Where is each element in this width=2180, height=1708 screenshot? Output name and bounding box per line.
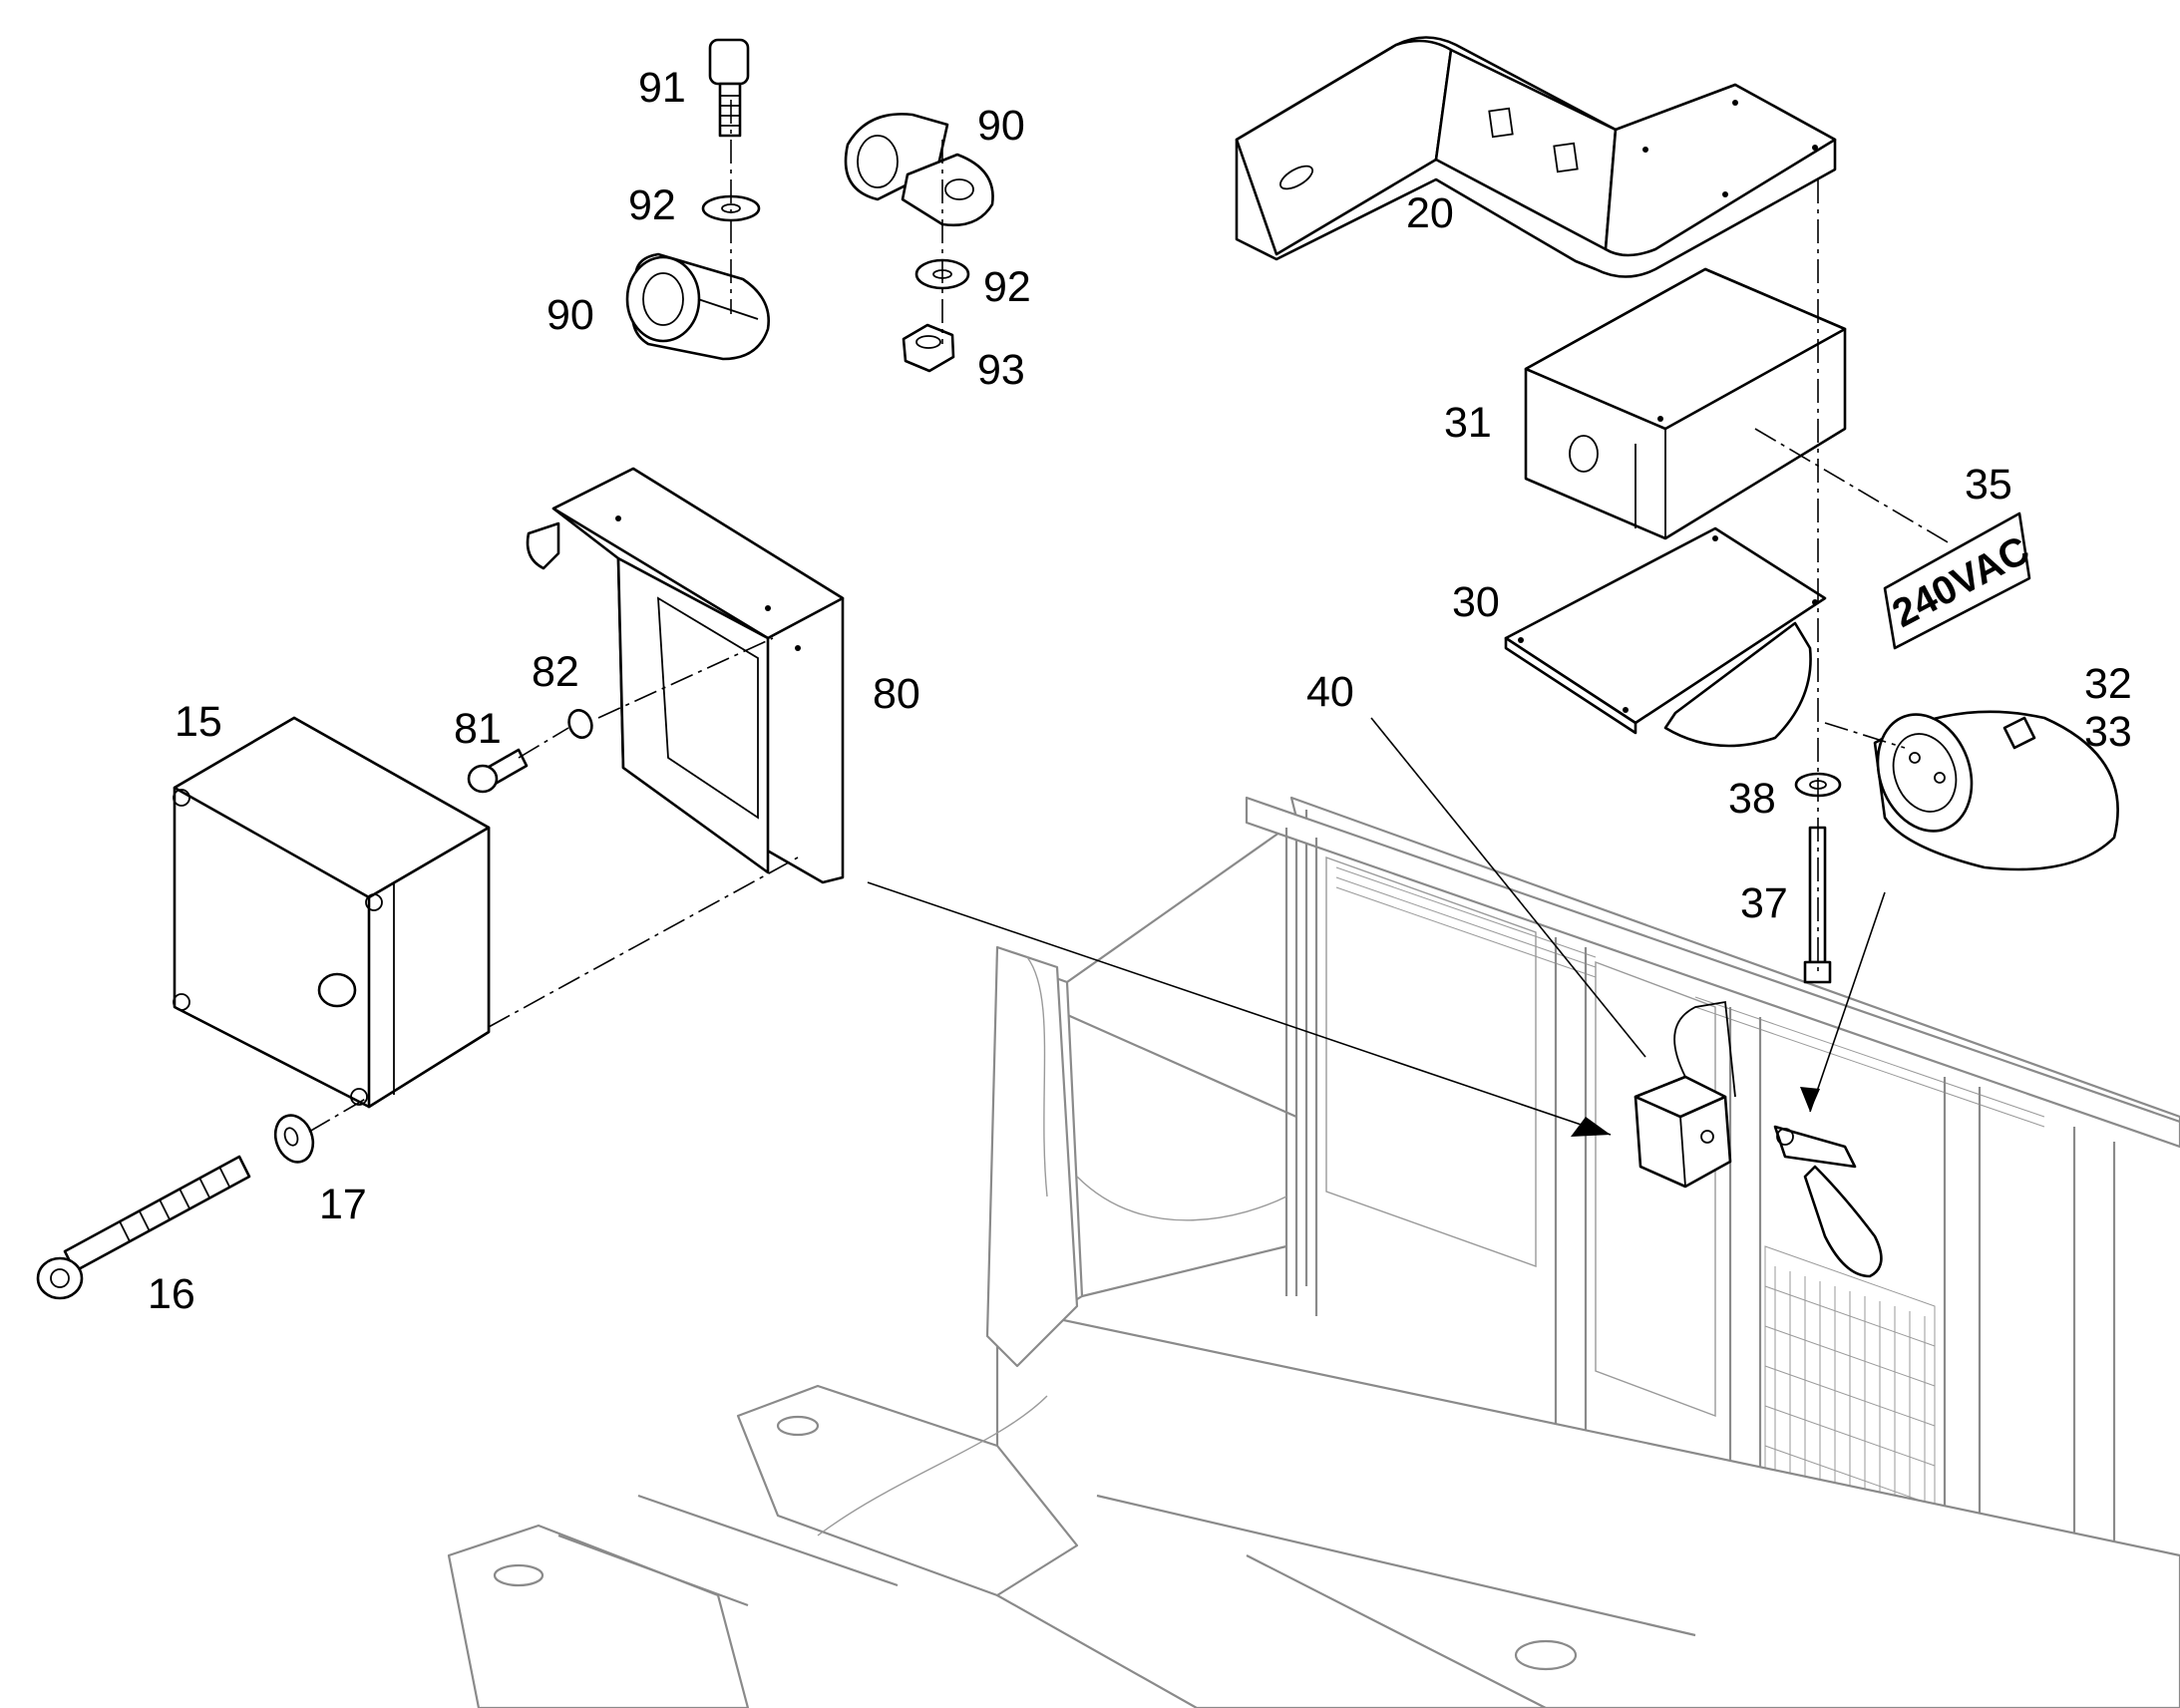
voltage-label-plate-35: 240VAC <box>1883 512 2036 650</box>
machine-frame-assembly <box>447 796 2180 1708</box>
callout-35: 35 <box>1965 461 2012 509</box>
callout-15: 15 <box>175 698 222 746</box>
leader-lines <box>867 717 1886 1137</box>
callout-92-right: 92 <box>983 263 1031 311</box>
mounting-bracket-80 <box>526 467 845 884</box>
callout-32: 32 <box>2084 660 2132 708</box>
mounting-bracket-20 <box>1235 36 1837 278</box>
installed-box-assembly <box>1634 1000 1736 1189</box>
callout-20: 20 <box>1406 189 1454 237</box>
callout-30: 30 <box>1452 578 1500 626</box>
screw-91 <box>708 38 750 138</box>
callout-80: 80 <box>873 670 920 718</box>
callout-33: 33 <box>2084 708 2132 756</box>
callout-labels: 91 92 90 90 92 93 20 31 35 30 40 32 33 3… <box>148 64 2132 1318</box>
callout-92-top: 92 <box>628 181 676 229</box>
horn-32-33 <box>1873 710 2119 871</box>
screw-37 <box>1803 826 1832 984</box>
cable-clamp-90-right <box>844 113 994 227</box>
callout-16: 16 <box>148 1270 195 1318</box>
callout-91: 91 <box>638 64 686 112</box>
callout-90-right: 90 <box>977 102 1025 150</box>
installed-horn-assembly <box>1773 1125 1883 1278</box>
callout-93: 93 <box>977 346 1025 394</box>
callout-31: 31 <box>1444 399 1492 447</box>
callout-82: 82 <box>532 648 579 696</box>
washer-17 <box>273 1114 315 1164</box>
callout-81: 81 <box>454 705 502 753</box>
cover-31 <box>1524 267 1847 540</box>
washer-82 <box>567 709 593 739</box>
callout-37: 37 <box>1740 879 1788 927</box>
screw-16 <box>36 1155 251 1300</box>
callout-38: 38 <box>1728 775 1776 823</box>
callout-90-left: 90 <box>546 291 594 339</box>
assembly-centerlines <box>308 100 1951 1133</box>
callout-40: 40 <box>1306 668 1354 716</box>
enclosure-box-15 <box>173 716 491 1109</box>
screw-81 <box>467 748 529 794</box>
base-plate-30 <box>1504 526 1827 748</box>
callout-17: 17 <box>319 1181 367 1228</box>
cable-clamp-90-left <box>625 252 771 361</box>
hex-nut-93 <box>902 323 955 373</box>
